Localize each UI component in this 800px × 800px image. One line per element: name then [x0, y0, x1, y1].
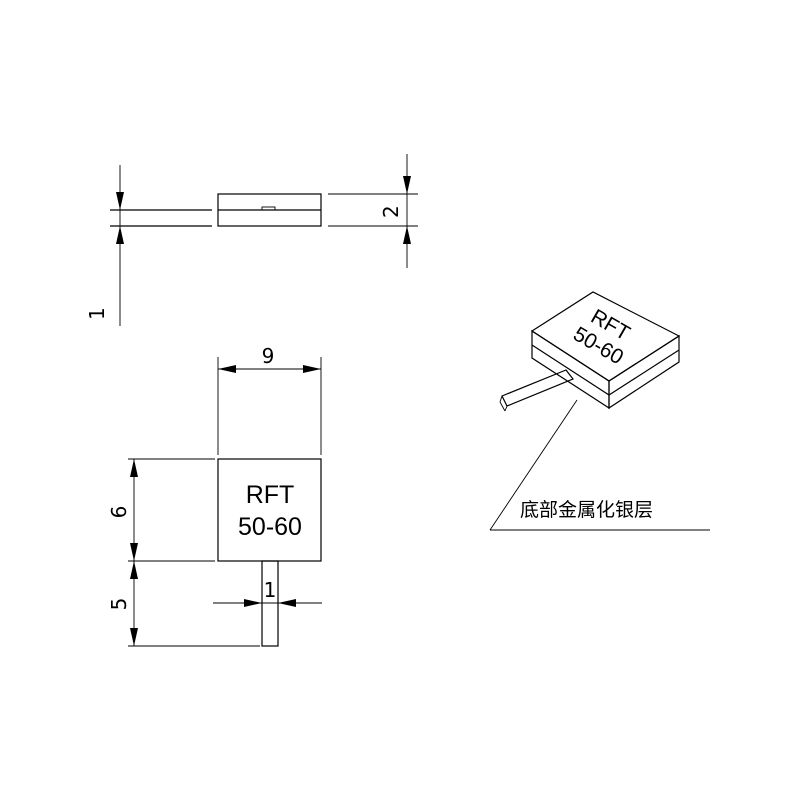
top-view: RFT 50-60 6 6 5: [107, 343, 322, 647]
side-lead: [110, 209, 212, 227]
callout-leader: [489, 399, 710, 531]
isometric-view: RFT 50-60 底部金属化银层: [489, 291, 710, 531]
top-body: [217, 458, 322, 562]
lead-length-dimension: 5: [107, 561, 260, 647]
thickness-label: 2: [379, 205, 403, 218]
iso-lead: [499, 369, 574, 412]
iso-right-face: [608, 334, 680, 410]
side-lead-joint: [261, 206, 276, 211]
width-dimension: 6: [217, 343, 322, 455]
side-view: 1 2: [85, 154, 418, 326]
callout-label: 底部金属化银层: [520, 499, 653, 521]
lead-width-label: 1: [264, 578, 277, 602]
lead-thickness-dimension: 1: [85, 165, 124, 326]
top-lead: [261, 560, 279, 647]
height-label: 6: [107, 506, 131, 519]
thickness-dimension: 2: [328, 154, 418, 268]
lead-width-dimension: 1: [213, 578, 322, 607]
iso-layer-line: [531, 344, 680, 396]
width-label: 6: [262, 343, 275, 367]
lead-length-label: 5: [107, 598, 131, 611]
top-label-line2: 50-60: [238, 513, 302, 541]
height-dimension: 6: [107, 458, 215, 562]
lead-thickness-label: 1: [85, 307, 109, 320]
top-label-line1: RFT: [246, 481, 295, 509]
